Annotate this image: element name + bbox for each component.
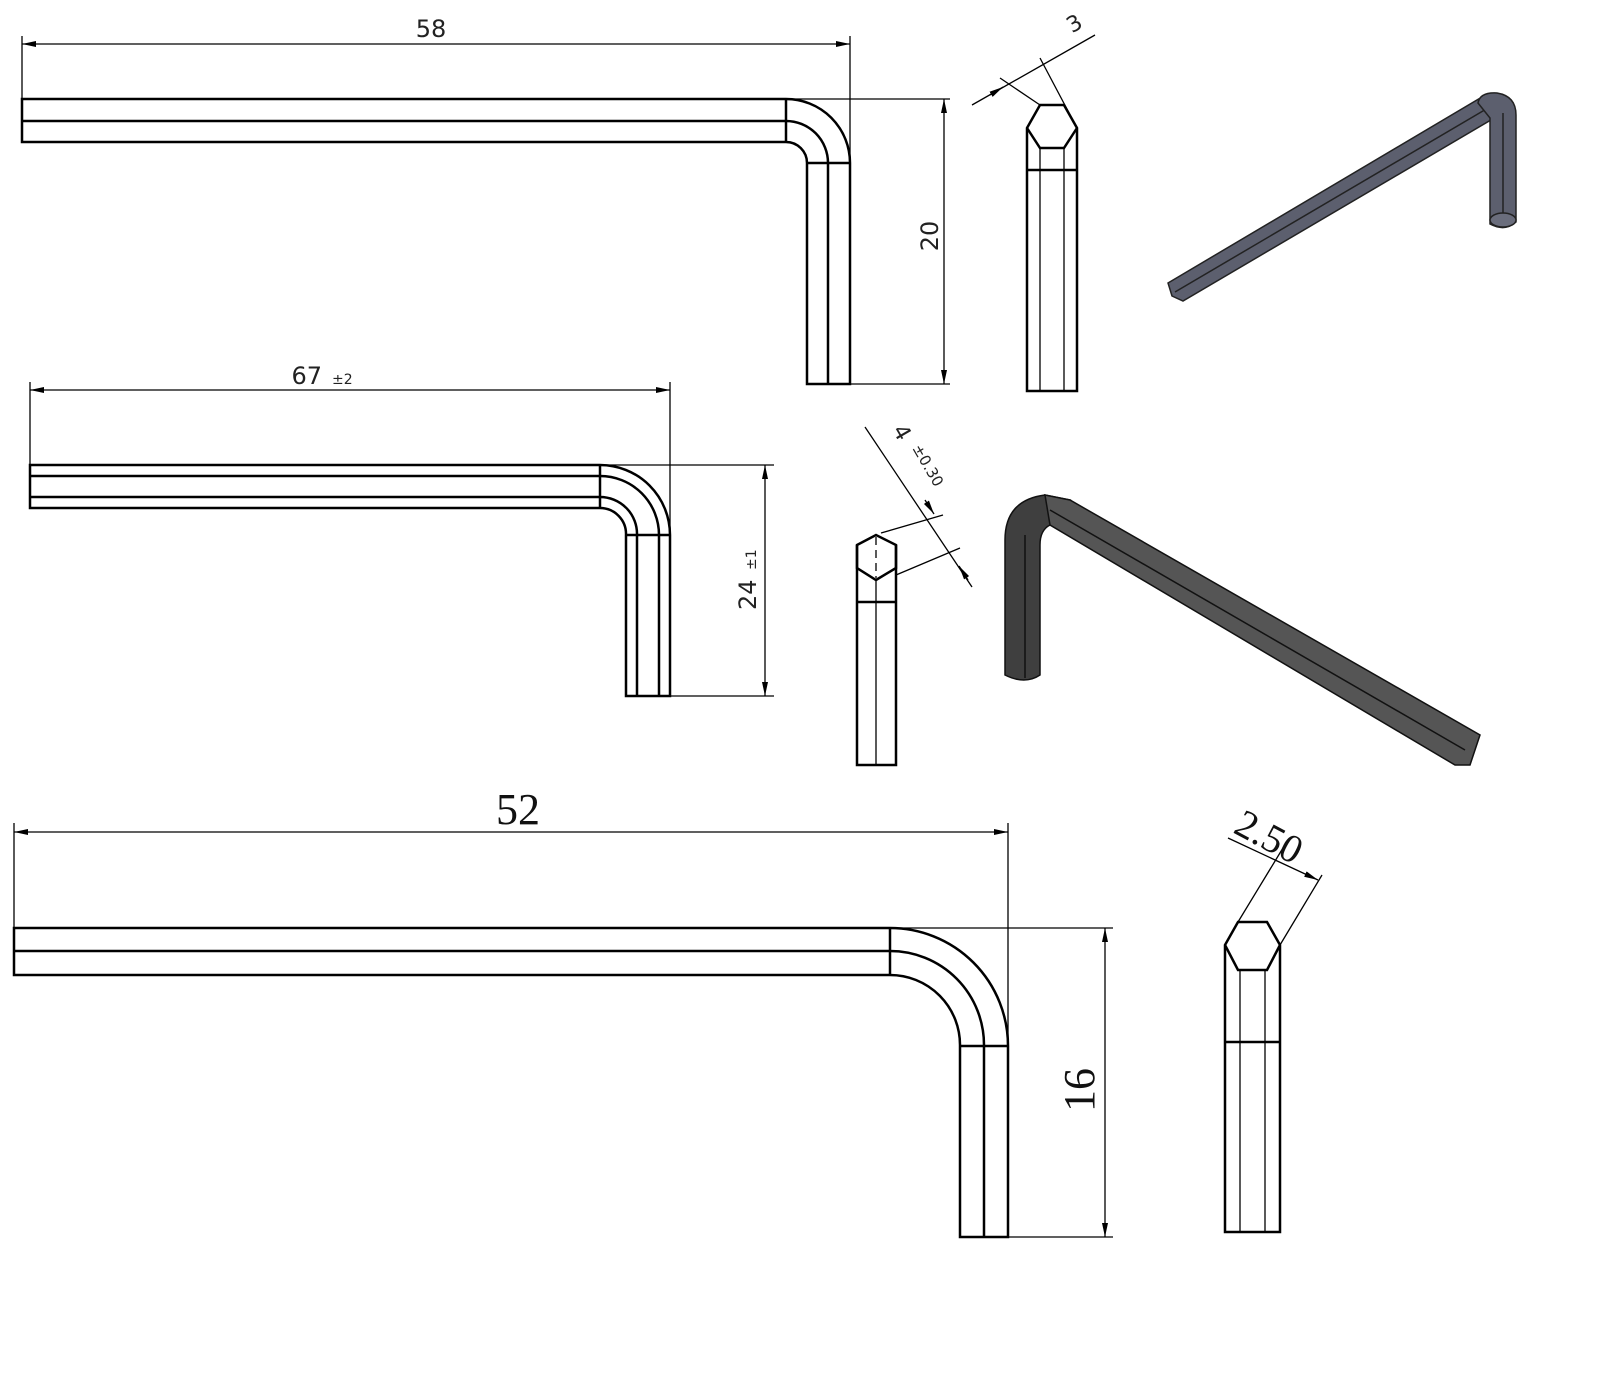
wrench-a-length-label: 58 bbox=[416, 15, 447, 43]
wrench-a-height-dimension: 20 bbox=[786, 98, 950, 385]
wrench-a-hex-label: 3 bbox=[1062, 10, 1087, 39]
wrench-b-hex-label: 4 bbox=[887, 421, 916, 446]
wrench-b-height-dimension: 24 ±1 bbox=[600, 464, 774, 697]
wrench-a-end-view: 3 bbox=[971, 10, 1096, 393]
wrench-c-hex-label: 2.50 bbox=[1228, 800, 1311, 873]
wrench-b-length-label: 67 bbox=[291, 362, 322, 390]
wrench-b-end-view: 4 ±0.30 bbox=[855, 421, 973, 767]
wrench-b-side-view bbox=[28, 463, 672, 698]
wrench-c-height-label: 16 bbox=[1055, 1068, 1104, 1112]
wrench-b-hex-tolerance: ±0.30 bbox=[909, 441, 948, 490]
wrench-c-length-dimension: 52 bbox=[13, 785, 1009, 1046]
wrench-a-length-dimension: 58 bbox=[21, 15, 851, 163]
wrench-c-height-dimension: 16 bbox=[890, 927, 1113, 1238]
wrench-a-height-label: 20 bbox=[916, 221, 944, 252]
wrench-c-end-view: 2.50 bbox=[1223, 800, 1323, 1234]
wrench-b-length-dimension: 67 ±2 bbox=[29, 362, 671, 535]
wrench-c-side-view bbox=[12, 926, 1010, 1239]
wrench-b-3d-render bbox=[1004, 494, 1481, 766]
wrench-a-3d-render bbox=[1167, 92, 1517, 302]
wrench-a-side-view bbox=[20, 97, 852, 386]
wrench-b-height-tolerance: ±1 bbox=[744, 549, 760, 570]
wrench-c-length-label: 52 bbox=[496, 785, 540, 834]
wrench-b-length-tolerance: ±2 bbox=[332, 372, 353, 388]
wrench-b-height-label: 24 bbox=[734, 579, 762, 610]
